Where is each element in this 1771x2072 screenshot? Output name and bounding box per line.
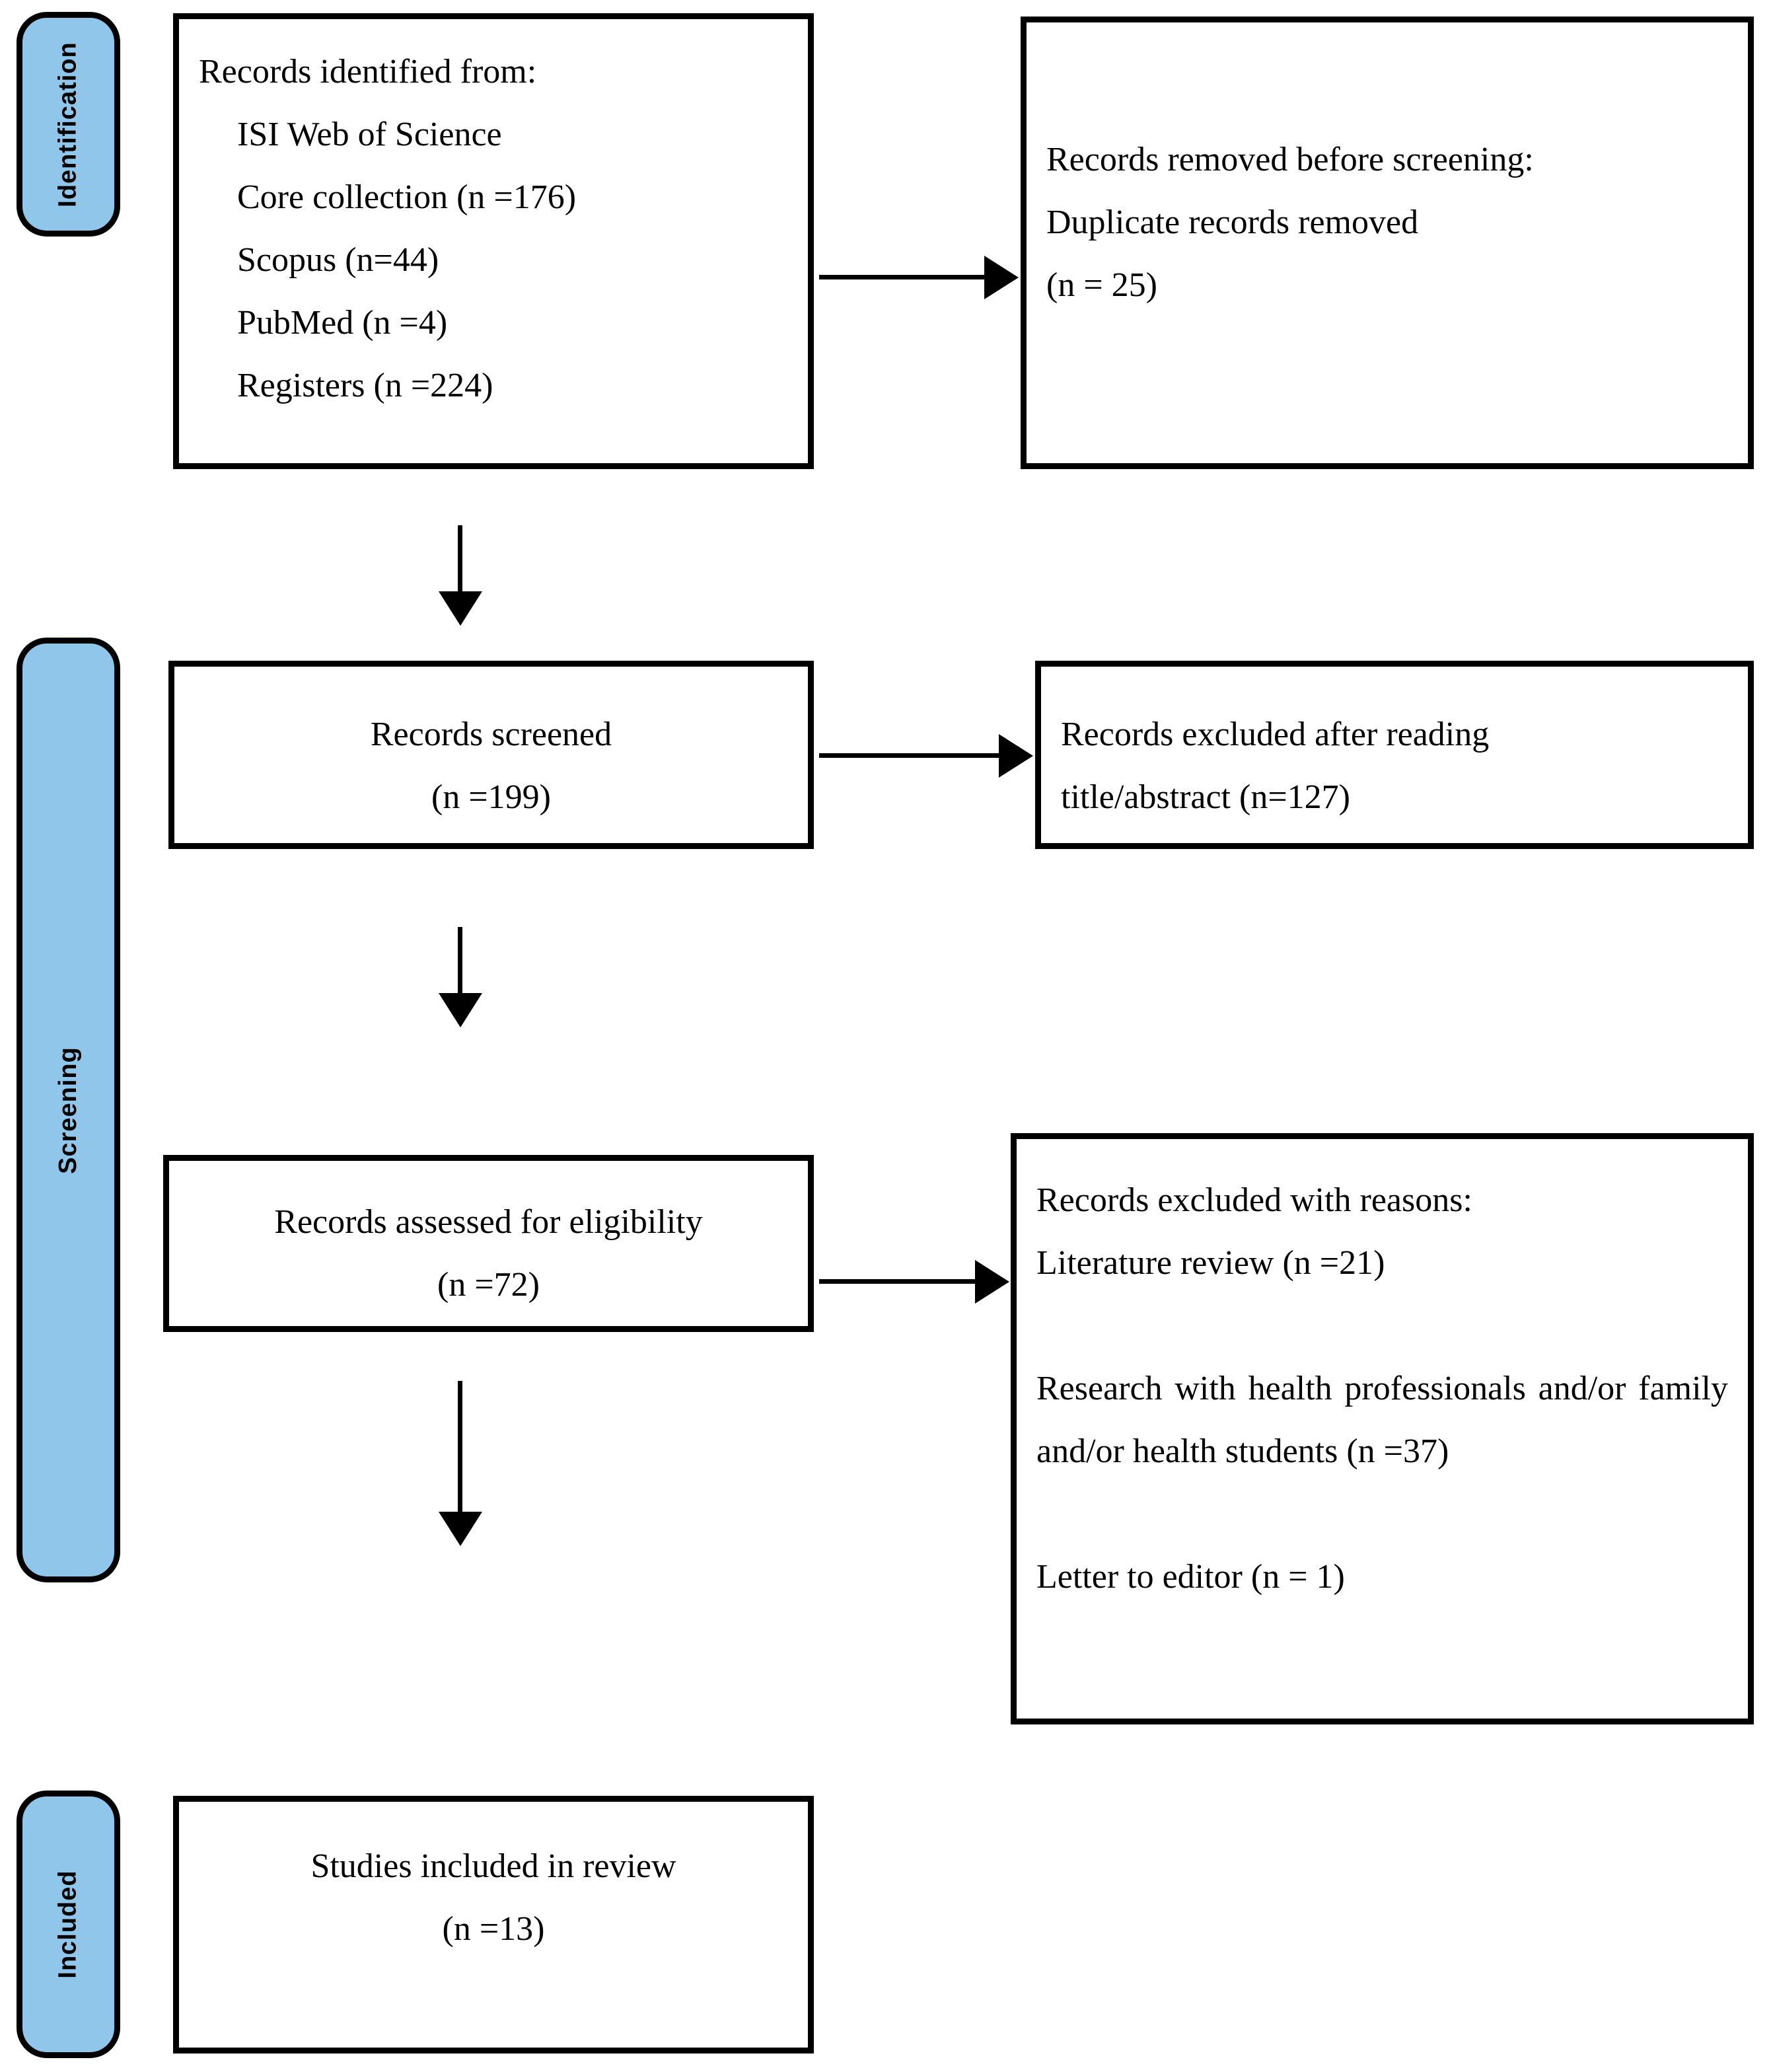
stage-bar-identification: Identification: [17, 12, 120, 237]
stage-label-included: Included: [54, 1870, 83, 1979]
arrow-identified-to-screened-line: [458, 525, 462, 599]
box-records-excluded-with-reasons: Records excluded with reasons: Literatur…: [1011, 1133, 1754, 1724]
records-identified-source-4: PubMed (n =4): [237, 304, 448, 342]
studies-included-label: Studies included in review: [310, 1847, 676, 1885]
stage-bar-screening: Screening: [17, 638, 120, 1582]
arrow-identified-to-removed-head: [984, 256, 1019, 299]
records-identified-source-5: Registers (n =224): [237, 367, 493, 404]
arrow-screened-to-eligibility-head: [439, 993, 482, 1027]
spacer-1: [1036, 1294, 1728, 1357]
excluded-reason-health-professionals: Research with health professionals and/o…: [1036, 1370, 1728, 1470]
arrow-eligibility-to-excluded-reasons-head: [975, 1260, 1009, 1304]
records-removed-count: (n = 25): [1046, 266, 1157, 304]
records-identified-title: Records identified from:: [199, 53, 537, 91]
arrow-screened-to-eligibility-line: [458, 927, 462, 1001]
box-records-excluded-title-abstract: Records excluded after reading title/abs…: [1035, 661, 1754, 849]
arrow-screened-to-excluded-head: [999, 734, 1033, 778]
box-studies-included: Studies included in review (n =13): [173, 1796, 814, 2054]
assessed-eligibility-label: Records assessed for eligibility: [274, 1203, 703, 1241]
arrow-identified-to-removed-line: [819, 275, 996, 279]
records-identified-source-1: ISI Web of Science: [237, 116, 502, 153]
records-identified-source-3: Scopus (n=44): [237, 241, 439, 279]
records-screened-label: Records screened: [370, 716, 612, 753]
box-records-assessed-eligibility: Records assessed for eligibility (n =72): [163, 1155, 814, 1332]
spacer-2: [1036, 1483, 1728, 1545]
records-excluded-ta-line2: title/abstract (n=127): [1061, 778, 1350, 816]
arrow-screened-to-excluded-line: [819, 753, 1011, 758]
stage-label-screening: Screening: [54, 1046, 83, 1174]
records-removed-detail: Duplicate records removed: [1046, 204, 1419, 241]
excluded-reason-letter-to-editor: Letter to editor (n = 1): [1036, 1558, 1345, 1596]
box-records-identified: Records identified from: ISI Web of Scie…: [173, 13, 814, 469]
records-screened-count: (n =199): [431, 778, 551, 816]
box-records-screened: Records screened (n =199): [168, 661, 814, 849]
box-records-removed-before-screening: Records removed before screening: Duplic…: [1021, 17, 1754, 469]
arrow-eligibility-to-included-head: [439, 1512, 482, 1546]
excluded-reason-literature-review: Literature review (n =21): [1036, 1244, 1385, 1282]
studies-included-count: (n =13): [442, 1910, 545, 1948]
arrow-identified-to-screened-head: [439, 591, 482, 626]
records-identified-source-2: Core collection (n =176): [237, 178, 577, 216]
stage-bar-included: Included: [17, 1791, 120, 2058]
records-excluded-ta-line1: Records excluded after reading: [1061, 716, 1490, 753]
assessed-eligibility-count: (n =72): [437, 1266, 540, 1304]
arrow-eligibility-to-included-line: [458, 1381, 462, 1520]
stage-label-identification: Identification: [54, 41, 83, 207]
arrow-eligibility-to-excluded-reasons-line: [819, 1279, 986, 1284]
records-removed-title: Records removed before screening:: [1046, 141, 1534, 178]
excluded-reasons-title: Records excluded with reasons:: [1036, 1181, 1472, 1219]
